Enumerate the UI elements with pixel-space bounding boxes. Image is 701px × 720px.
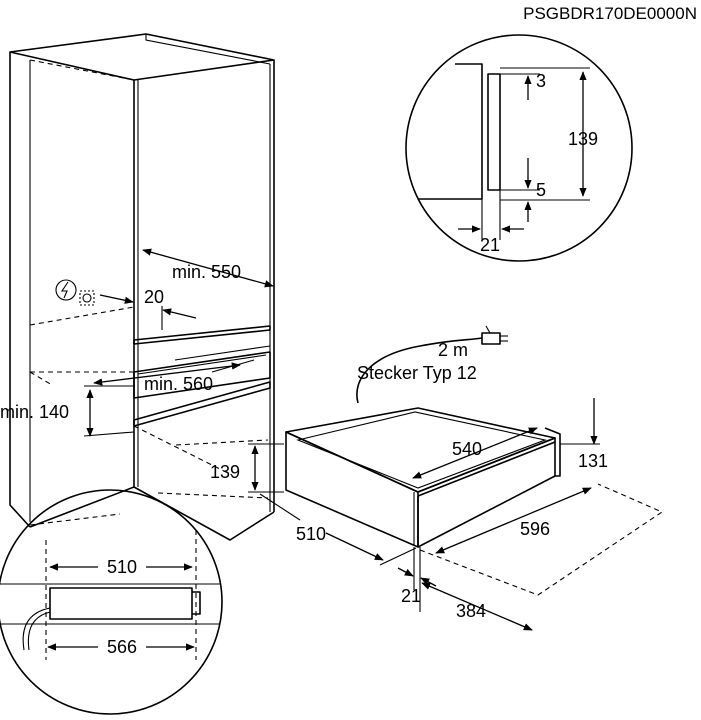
cable-outlet-icon [79,290,95,306]
label-21-main: 21 [401,586,421,606]
dim-line-596 [435,487,592,554]
label-139-main: 139 [210,462,240,482]
warming-drawer [285,407,561,548]
dim-line-min-550 [142,248,274,288]
label-plug-type: Stecker Typ 12 [357,363,477,383]
detail-bottom-circle [0,489,223,715]
dim-line-min-560 [93,362,241,386]
label-540: 540 [452,439,482,459]
detail-top-circle [405,34,633,262]
dim-line-540 [412,427,538,479]
cable-plug [356,325,508,404]
power-socket-icon [55,279,77,301]
label-min-550: min. 550 [172,262,241,282]
label-596: 596 [520,519,550,539]
label-min-560: min. 560 [144,374,213,394]
label-detail-510: 510 [107,557,137,577]
label-20: 20 [144,287,164,307]
label-detail-139: 139 [568,129,598,149]
product-code: PSGBDR170DE0000N [523,4,697,23]
dim-arrow-20-left [99,294,134,304]
label-cable-length: 2 m [438,340,468,360]
label-510-main: 510 [296,524,326,544]
dim-arrow-20-right [162,308,197,319]
label-min-140: min. 140 [0,402,69,422]
dim-line-384 [421,582,533,631]
label-detail-5: 5 [536,180,546,200]
label-131: 131 [578,451,608,471]
label-384: 384 [456,601,486,621]
dim-line-510-main [325,532,384,561]
label-detail-21: 21 [480,235,500,255]
dim-arrow-21-main [397,567,414,577]
label-detail-3: 3 [536,71,546,91]
label-detail-566: 566 [107,637,137,657]
